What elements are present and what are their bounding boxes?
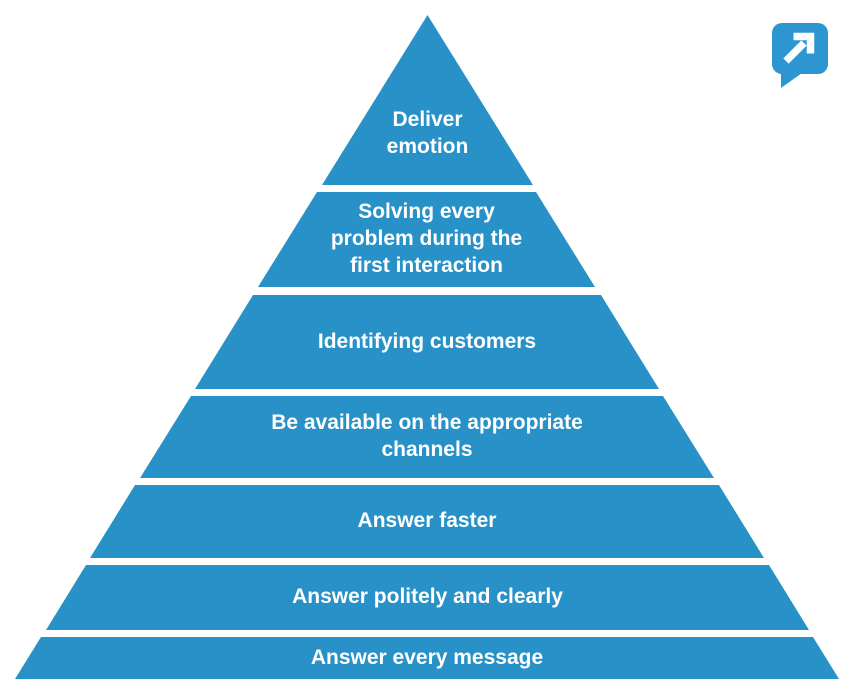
pyramid-level-4: Be available on the appropriate channels xyxy=(140,396,714,478)
pyramid-level-1: Deliver emotion xyxy=(322,15,533,185)
pyramid-level-label: Answer politely and clearly xyxy=(292,585,563,609)
brand-logo xyxy=(772,23,828,88)
pyramid-level-7: Answer every message xyxy=(15,637,839,679)
pyramid-level-label: Answer faster xyxy=(357,509,497,533)
pyramid-level-label: Answer every message xyxy=(310,645,544,669)
pyramid-level-6: Answer politely and clearly xyxy=(46,565,809,630)
pyramid-level-label: Identifying customers xyxy=(317,329,537,353)
pyramid-level-5: Answer faster xyxy=(90,485,764,558)
pyramid-level-label: Deliver emotion xyxy=(386,108,469,158)
pyramid-level-label: Be available on the appropriate channels xyxy=(271,411,583,461)
arrow-up-right-icon xyxy=(783,32,815,64)
pyramid-level-label: Solving every problem during the first i… xyxy=(330,200,523,277)
pyramid-level-2: Solving every problem during the first i… xyxy=(258,192,595,287)
pyramid-level-3: Identifying customers xyxy=(195,295,659,389)
